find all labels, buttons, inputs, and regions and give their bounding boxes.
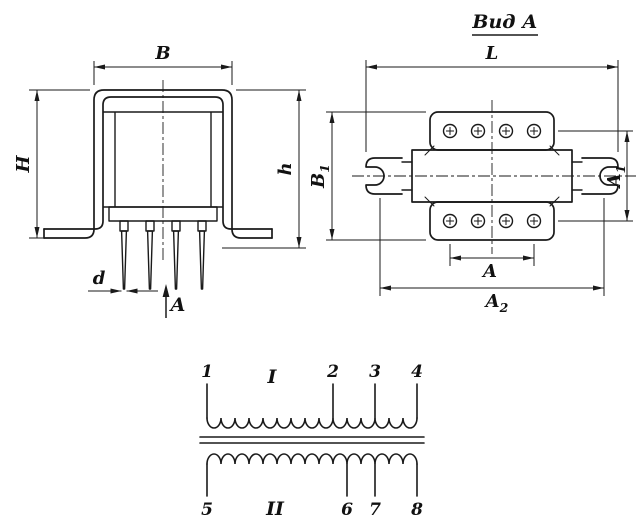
view-arrow-A: A	[162, 284, 186, 318]
dim-H: H	[13, 89, 90, 239]
dim-B1-main: B	[308, 173, 329, 189]
dim-A: A	[449, 244, 535, 282]
top-view: Вид А L	[308, 11, 636, 315]
winding-primary-leads	[206, 383, 418, 419]
dim-A2-main: A	[484, 291, 500, 312]
front-view: B H h d A	[13, 43, 306, 318]
dim-L: L	[365, 43, 619, 152]
dim-A-label: A	[481, 261, 497, 282]
dim-L-label: L	[485, 43, 499, 64]
dim-B1: B1	[308, 111, 426, 241]
dim-A2-label: A2	[484, 291, 509, 315]
view-title: Вид А	[471, 11, 537, 33]
winding-primary-coil	[206, 417, 418, 429]
winding-primary-label: I	[267, 366, 278, 388]
pins	[119, 220, 207, 290]
terminal-5: 5	[201, 500, 213, 520]
dim-A1-label: A1	[604, 165, 628, 190]
dim-A2: A2	[379, 198, 605, 315]
terminal-6: 6	[341, 500, 353, 520]
dim-h-label: h	[275, 162, 296, 175]
winding-secondary-leads	[206, 463, 418, 497]
terminal-3: 3	[369, 362, 381, 382]
terminal-7: 7	[369, 500, 381, 520]
dim-B-label: B	[154, 43, 170, 64]
terminal-eyelets	[442, 123, 542, 229]
winding-secondary-label: II	[265, 498, 285, 520]
dim-B1-sub: 1	[317, 164, 332, 173]
winding-secondary-coil	[206, 453, 418, 465]
dim-A1-main: A	[604, 173, 625, 189]
dim-H-label: H	[13, 155, 34, 174]
dim-A1-sub: 1	[613, 165, 628, 174]
dim-A1: A1	[558, 130, 633, 222]
dim-d-label: d	[93, 268, 106, 289]
view-arrow-label: A	[169, 294, 186, 316]
dim-A2-sub: 2	[499, 300, 509, 315]
winding-schematic: 1 2 3 4 I II 5 6 7 8	[199, 362, 425, 520]
core-lines	[199, 436, 425, 444]
dim-d: d	[88, 268, 158, 294]
terminal-2: 2	[326, 362, 339, 382]
terminal-8: 8	[410, 500, 423, 520]
terminal-1: 1	[201, 362, 213, 382]
dim-B1-label: B1	[308, 164, 332, 189]
terminal-4: 4	[411, 362, 423, 382]
dim-h: h	[222, 89, 306, 249]
dim-B: B	[93, 43, 233, 85]
